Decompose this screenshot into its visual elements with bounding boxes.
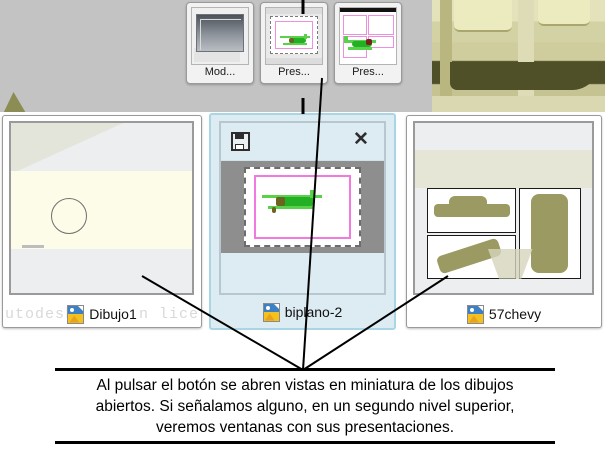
dibujo1-circle-entity <box>50 197 87 234</box>
model-art-edge <box>200 19 241 50</box>
drawing-preview-dibujo1[interactable]: utodesk n lice Dibujo1 <box>2 115 202 328</box>
dibujo1-text-entity <box>21 245 44 249</box>
layout-tab-presentacion-1[interactable]: Pres... <box>260 2 328 84</box>
drawing-preview-57chevy[interactable]: 57chevy <box>406 115 602 328</box>
dibujo1-paper-area <box>11 170 192 249</box>
biplano2-lower-pane <box>221 253 384 293</box>
chevy-title-label: 57chevy <box>488 306 542 322</box>
layout-tab-presentacion-1-preview <box>265 7 323 65</box>
biplane-fuselage <box>290 38 306 43</box>
render-bumper <box>450 62 600 90</box>
paper-space-viewport-art <box>340 8 396 64</box>
caption-line-1: Al pulsar el botón se abren vistas en mi… <box>96 377 514 394</box>
chevy-title-row: 57chevy <box>407 301 601 327</box>
biplane-lower-wing <box>267 205 314 209</box>
dwg-file-icon <box>262 302 280 322</box>
biplane-fuselage <box>352 41 372 47</box>
layout-tab-presentacion-2-label: Pres... <box>352 66 384 78</box>
chevy-viewport-frame <box>413 121 594 295</box>
biplane-fuselage <box>279 196 314 206</box>
drawing-preview-row: utodesk n lice Dibujo1 <box>0 113 605 330</box>
biplane-upper-wing <box>280 36 310 38</box>
layout-tab-model[interactable]: Mod... <box>186 2 254 84</box>
biplane-landing-gear <box>271 206 276 213</box>
biplane-tail <box>304 34 307 39</box>
biplane-lower-wing <box>283 43 307 45</box>
dwg-file-icon <box>466 304 484 324</box>
dibujo1-viewport-frame <box>9 121 194 295</box>
biplano2-title-row: biplano-2 <box>214 299 391 325</box>
layout-tab-model-label: Mod... <box>204 66 236 78</box>
biplano2-viewport-frame: ✕ <box>219 121 386 295</box>
dibujo1-drawing-canvas <box>11 123 192 293</box>
license-watermark-left: utodesk <box>5 306 76 323</box>
paper-art-print-area <box>275 21 313 49</box>
dibujo1-title-label: Dibujo1 <box>89 306 137 322</box>
chevy-background-band <box>415 150 592 188</box>
caption-block: Al pulsar el botón se abren vistas en mi… <box>55 368 555 444</box>
layout-tab-presentacion-1-label: Pres... <box>278 66 310 78</box>
chevy-viewport-top <box>519 187 582 280</box>
biplano2-preview-toolbar: ✕ <box>221 123 384 161</box>
chevy-viewport-side <box>427 187 516 234</box>
model-art-solid <box>196 14 244 52</box>
layout-tab-thumbnail-row: Mod... <box>186 2 402 84</box>
caption-line-2: abiertos. Si señalamos alguno, en un seg… <box>95 398 515 415</box>
biplane-nose <box>366 39 372 45</box>
viewport-cell-1 <box>343 15 367 35</box>
render-lower-band <box>432 96 605 116</box>
biplane-lower-wing <box>348 47 372 50</box>
drawing-preview-biplano-2[interactable]: ✕ <box>209 113 396 330</box>
biplano2-title-label: biplano-2 <box>284 304 343 320</box>
biplano2-paper-space <box>221 161 384 253</box>
paper-art-botbar <box>266 58 322 64</box>
biplane-nose <box>275 196 285 206</box>
model-render-background <box>432 0 605 116</box>
paper-art-topbar <box>266 8 322 14</box>
biplane-sprite-large <box>344 34 378 52</box>
model-space-art <box>192 8 248 64</box>
dwg-file-icon <box>67 304 85 324</box>
render-window-right <box>538 0 590 26</box>
dibujo1-title-row: Dibujo1 <box>3 301 201 327</box>
chevy-drawing-canvas <box>415 123 592 293</box>
render-window-left <box>454 0 512 32</box>
viewport-cell-2 <box>368 15 394 35</box>
paper-space-art <box>266 8 322 64</box>
biplane-nose <box>289 38 294 43</box>
layout-tab-presentacion-2-preview <box>339 7 397 65</box>
biplane-tail <box>344 36 348 43</box>
render-pillar-left <box>440 0 452 116</box>
biplane-sprite-small <box>280 33 312 47</box>
layout-tab-presentacion-2[interactable]: Pres... <box>334 2 402 84</box>
dibujo1-hatch-region <box>11 123 124 174</box>
biplano2-sheet <box>243 166 362 248</box>
biplane-sprite-preview <box>261 189 326 213</box>
caption-line-3: veremos ventanas con sus presentaciones. <box>155 419 455 436</box>
save-floppy-icon[interactable] <box>231 132 250 151</box>
layout-tab-model-preview <box>191 7 249 65</box>
close-x-icon[interactable]: ✕ <box>353 129 369 150</box>
biplane-tail <box>309 189 315 198</box>
biplane-upper-wing <box>261 194 322 198</box>
paper-art-sheet <box>270 16 318 54</box>
